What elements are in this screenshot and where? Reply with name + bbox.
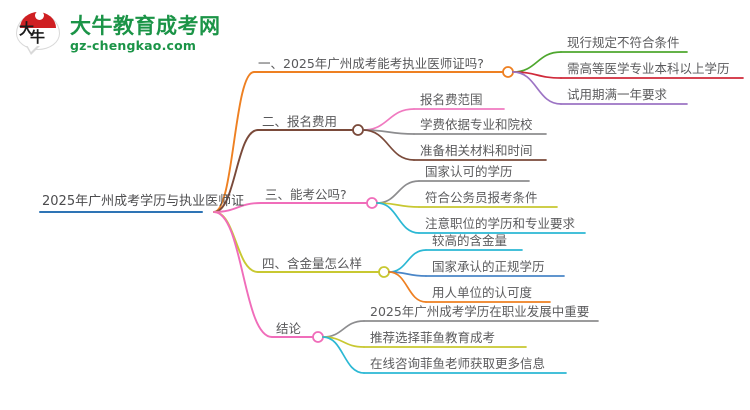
logo-mark-char-1: 大 [19,20,34,38]
site-logo: 大 牛 大牛教育成考网 gz-chengkao.com [14,8,244,58]
branch-label-2[interactable]: 二、报名费用 [262,114,338,129]
branch-label-1[interactable]: 一、2025年广州成考能考执业医师证吗? [258,56,484,71]
child-label-3-1[interactable]: 国家认可的学历 [425,164,513,179]
logo-arc-notch [35,11,44,20]
branch-label-5[interactable]: 结论 [276,321,302,336]
child-label-3-3[interactable]: 注意职位的学历和专业要求 [425,216,576,231]
child-label-5-3[interactable]: 在线咨询菲鱼老师获取更多信息 [370,356,546,371]
child-label-5-1[interactable]: 2025年广州成考学历在职业发展中重要 [370,304,590,319]
logo-red-arc [20,12,56,28]
logo-mark-icon: 大 牛 [14,10,64,56]
child-label-1-3[interactable]: 试用期满一年要求 [567,87,668,102]
child-label-4-1[interactable]: 较高的含金量 [432,233,508,248]
logo-title: 大牛教育成考网 [70,13,221,38]
child-label-4-3[interactable]: 用人单位的认可度 [432,285,533,300]
root-node-label[interactable]: 2025年广州成考学历与执业医师证 [42,194,245,209]
child-label-5-2[interactable]: 推荐选择菲鱼教育成考 [370,330,496,345]
child-label-3-2[interactable]: 符合公务员报考条件 [425,190,538,205]
child-label-2-3[interactable]: 准备相关材料和时间 [420,143,533,158]
child-label-2-1[interactable]: 报名费范围 [420,92,483,107]
branch-label-4[interactable]: 四、含金量怎么样 [262,256,363,271]
child-label-1-2[interactable]: 需高等医学专业本科以上学历 [567,61,730,76]
logo-url: gz-chengkao.com [70,37,197,53]
logo-text-block: 大牛教育成考网 gz-chengkao.com [70,14,221,53]
speech-bubble-tail-inner [27,45,38,52]
branch-label-3[interactable]: 三、能考公吗? [265,187,347,202]
logo-mark-text: 大 牛 [19,20,57,49]
child-label-1-1[interactable]: 现行规定不符合条件 [567,35,680,50]
child-label-4-2[interactable]: 国家承认的正规学历 [432,259,545,274]
logo-mark-char-2: 牛 [30,28,45,46]
child-label-2-2[interactable]: 学费依据专业和院校 [420,117,533,132]
